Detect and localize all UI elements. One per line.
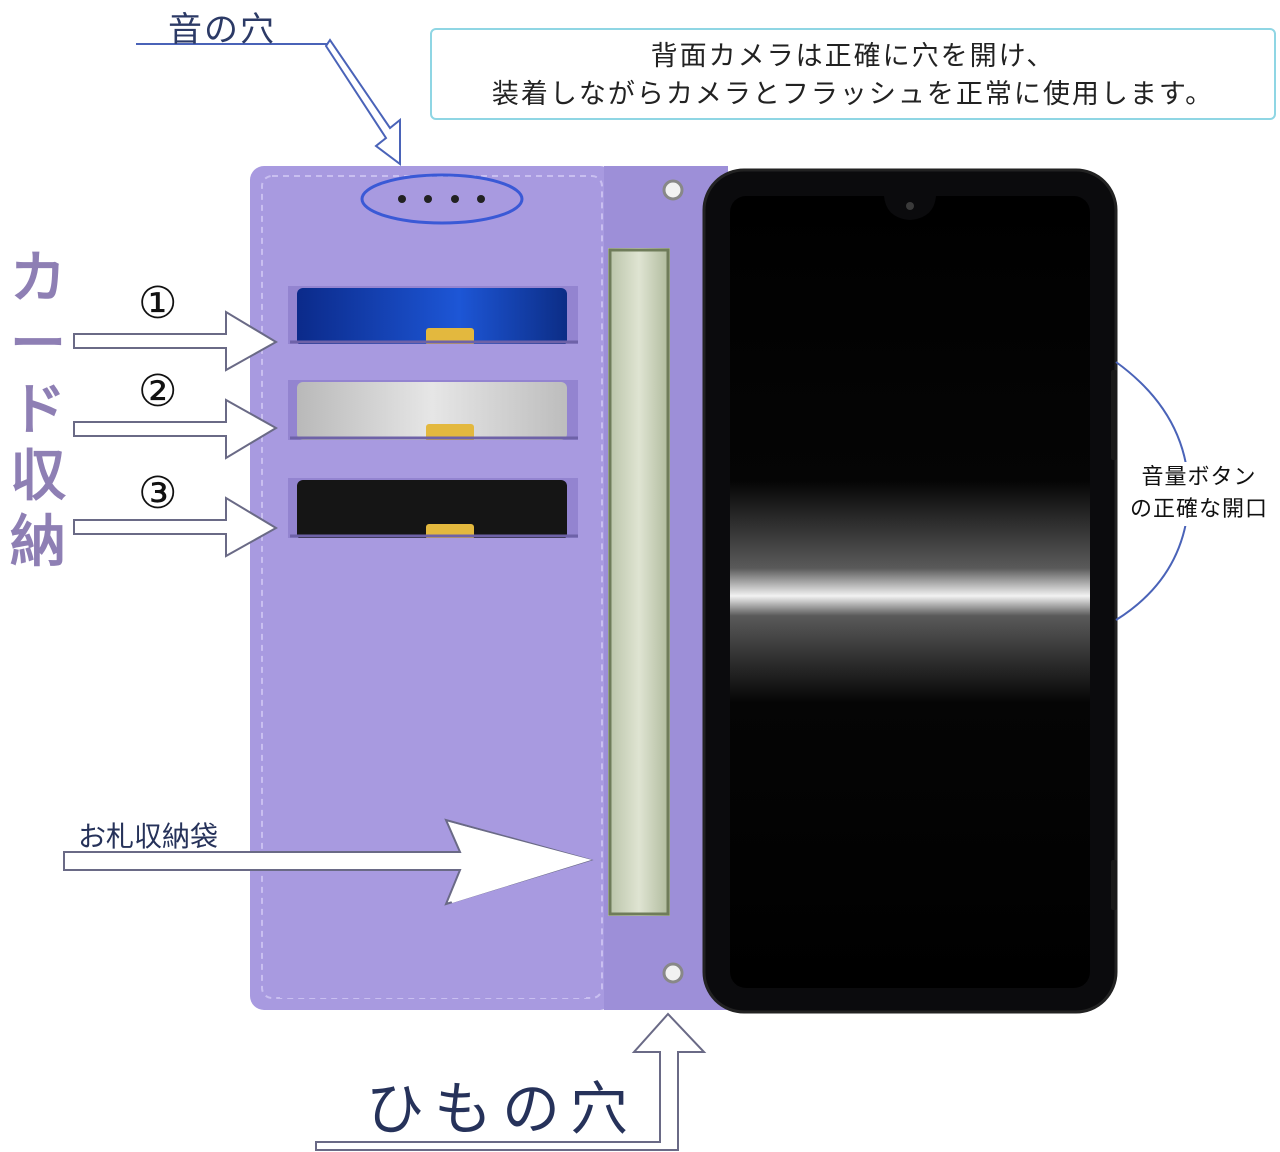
sound-hole-arrow: [324, 38, 401, 166]
camera-note-line-1: 背面カメラは正確に穴を開け、: [650, 41, 1056, 72]
volume-label-line-2: の正確な開口: [1129, 497, 1268, 522]
card-pocket-3: [280, 538, 586, 998]
sound-hole-label: 音の穴: [168, 10, 276, 50]
card-slot-number-2: ②: [138, 366, 178, 417]
volume-button: [1111, 370, 1117, 460]
bill-pocket-label: お札収納袋: [78, 820, 219, 853]
card-silver: [297, 382, 567, 440]
card-black: [297, 480, 567, 540]
speaker-hole: [477, 195, 485, 203]
grommet-top: [662, 179, 684, 201]
speaker-highlight-ellipse: [360, 173, 524, 225]
phone-screen: [730, 196, 1090, 988]
power-button: [1111, 860, 1117, 910]
strap-arrow: [315, 1012, 707, 1151]
volume-button-label: 音量ボタン の正確な開口: [1118, 462, 1280, 526]
bill-border: [608, 248, 670, 916]
card-pocket-2: [280, 440, 586, 480]
bill-pocket: [608, 248, 670, 916]
card-slot-number-1: ①: [138, 278, 178, 329]
speaker-hole: [451, 195, 459, 203]
card-arrow-3: [73, 496, 278, 558]
strap-hole-label: ひもの穴: [366, 1075, 639, 1143]
card-arrow-2: [73, 398, 278, 460]
card-slot-number-3: ③: [138, 468, 178, 519]
card-chip: [426, 524, 474, 540]
front-camera: [906, 202, 914, 210]
card-blue: [297, 288, 567, 346]
card-pocket-1: [280, 344, 586, 386]
speaker-hole: [398, 195, 406, 203]
camera-note-line-2: 装着しながらカメラとフラッシュを正常に使用します。: [491, 79, 1215, 110]
camera-callout-box: 背面カメラは正確に穴を開け、 装着しながらカメラとフラッシュを正常に使用します。: [430, 28, 1276, 120]
bill-arrow-inner: [451, 823, 592, 903]
grommet-bottom: [662, 962, 684, 984]
card-storage-label: カード収納: [10, 246, 66, 575]
volume-label-line-1: 音量ボタン: [1141, 465, 1257, 490]
card-arrow-1: [73, 310, 278, 372]
speaker-hole: [424, 195, 432, 203]
